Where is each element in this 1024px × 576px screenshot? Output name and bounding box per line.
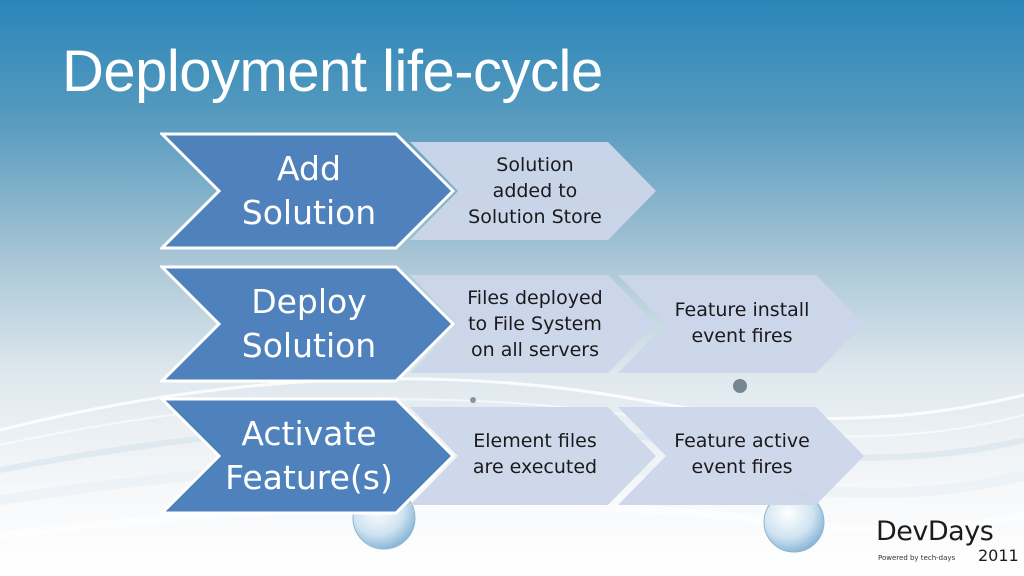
step-row-add-solution: Add Solution Solution added to Solution …	[0, 132, 1024, 252]
outcome-label-feature-install: Feature install event fires	[658, 275, 826, 373]
outcome-line: on all servers	[470, 339, 599, 361]
outcome-line: to File System	[468, 313, 602, 335]
outcome-line: Feature active	[674, 430, 810, 452]
step-label-add-solution: Add Solution	[218, 132, 400, 250]
outcome-line: Files deployed	[467, 287, 603, 309]
outcome-line: Feature install	[674, 299, 810, 321]
outcome-chevron-solution-added	[410, 142, 656, 240]
outcome-line: event fires	[691, 325, 793, 347]
outcome-line: added to	[492, 180, 578, 202]
logo-tagline: Powered by tech-days	[878, 554, 956, 562]
step-label-deploy-solution: Deploy Solution	[218, 265, 400, 383]
outcome-line: Solution Store	[468, 206, 602, 228]
outcome-label-feature-active: Feature active event fires	[658, 407, 826, 505]
outcome-line: Element files	[473, 430, 597, 452]
outcome-label-files-deployed: Files deployed to File System on all ser…	[450, 275, 620, 373]
outcome-chevron-feature-install	[618, 275, 864, 373]
outcome-chevron-element-files	[410, 407, 656, 505]
outcome-chevron-files-deployed	[410, 275, 656, 373]
step-chevron-activate-features	[160, 397, 456, 515]
step-label-line: Solution	[241, 326, 377, 365]
step-chevron-deploy-solution	[160, 265, 456, 383]
outcome-label-solution-added: Solution added to Solution Store	[450, 142, 620, 240]
step-chevron-add-solution	[160, 132, 456, 250]
step-label-line: Add	[277, 149, 341, 188]
devdays-logo: DevDays Powered by tech-days 2011	[876, 516, 1019, 570]
step-row-activate-features: Activate Feature(s) Element files are ex…	[0, 397, 1024, 517]
step-label-line: Deploy	[251, 282, 367, 321]
logo-year: 2011	[978, 546, 1019, 565]
step-label-activate-features: Activate Feature(s)	[218, 397, 400, 515]
step-label-line: Solution	[241, 193, 377, 232]
slide-title: Deployment life-cycle	[62, 39, 603, 104]
outcome-label-element-files: Element files are executed	[450, 407, 620, 505]
logo-name: DevDays	[876, 516, 994, 547]
step-label-line: Activate	[241, 414, 377, 453]
outcome-line: event fires	[691, 456, 793, 478]
outcome-line: Solution	[496, 154, 574, 176]
step-row-deploy-solution: Deploy Solution Files deployed to File S…	[0, 265, 1024, 385]
outcome-line: are executed	[472, 456, 598, 478]
step-label-line: Feature(s)	[225, 458, 393, 497]
outcome-chevron-feature-active	[618, 407, 864, 505]
